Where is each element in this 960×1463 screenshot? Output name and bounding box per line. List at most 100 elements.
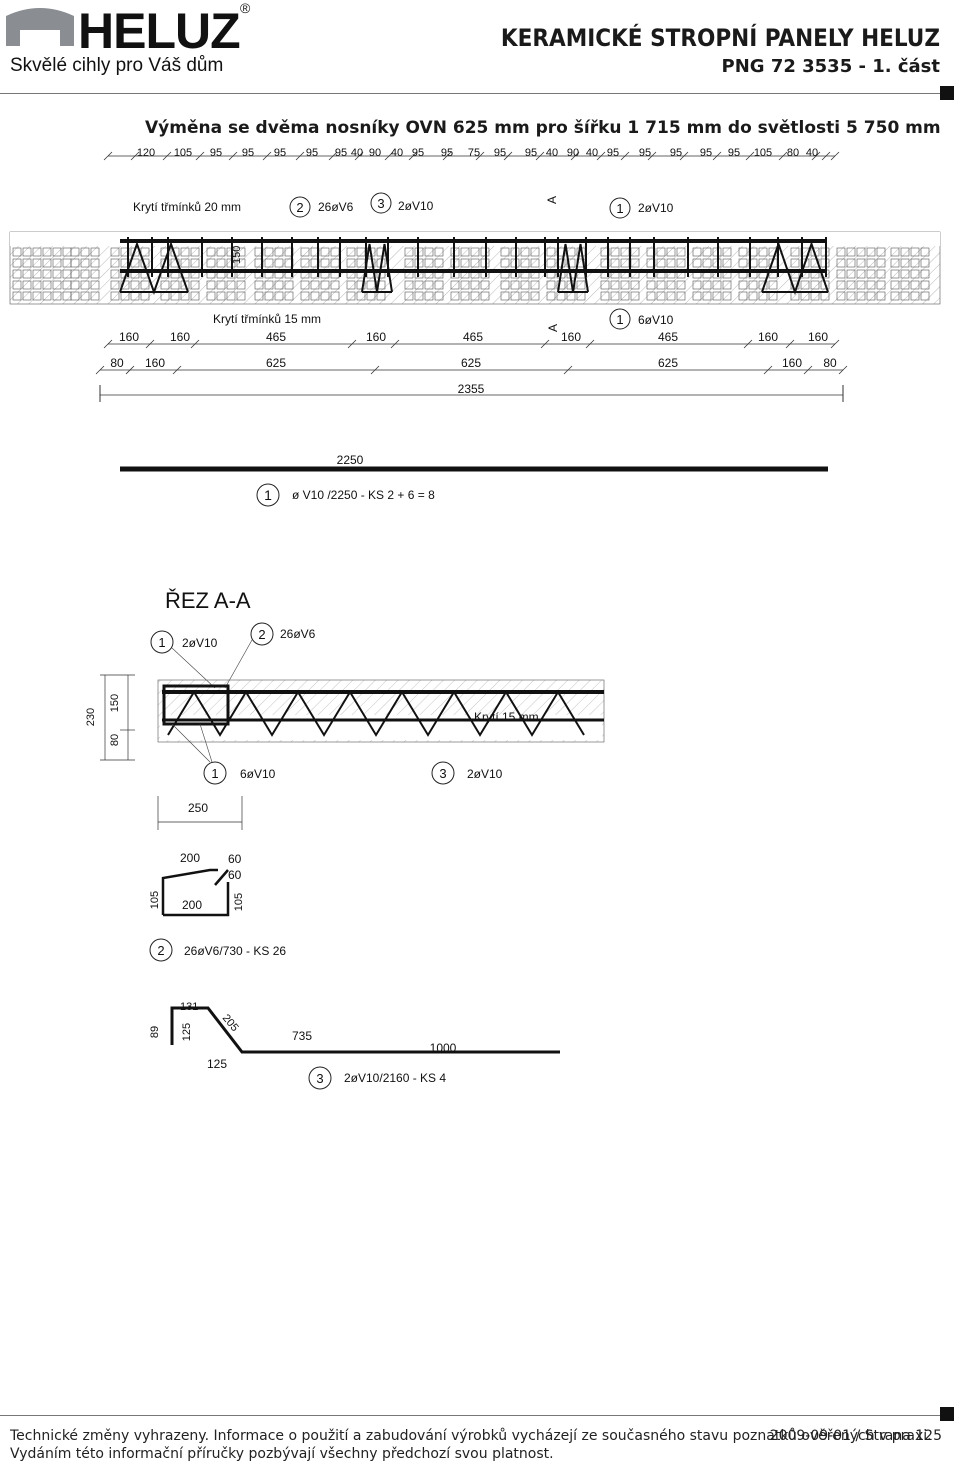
corner-mark-top [940, 86, 954, 100]
top-dim-19: 95 [639, 147, 651, 159]
top-dim-24: 80 [787, 147, 799, 159]
truss-beams [119, 240, 829, 296]
cover-20-label: Krytí třmínků 20 mm [133, 200, 241, 214]
section-tag-1b-spec: 6øV10 [240, 767, 276, 781]
tag-1-circle-a [609, 197, 631, 219]
section-tag-1-spec: 2øV10 [182, 636, 218, 650]
top-dim-10: 95 [412, 147, 424, 159]
bent-bar-drawing: 131 89 125 205 735 1000 125 3 2øV10/2160… [149, 1001, 560, 1090]
bar-1-tag: 1 [264, 487, 272, 503]
tag-3: 3 [377, 196, 384, 211]
dim-row1-2: 465 [266, 330, 286, 344]
bar-1-tag-circle [256, 483, 280, 507]
section-stirrup [162, 684, 230, 726]
dim-row1-5: 160 [561, 330, 581, 344]
dim-row1-1: 160 [170, 330, 190, 344]
top-dim-12: 75 [468, 147, 480, 159]
dim-row1-8: 160 [808, 330, 828, 344]
tagline: Skvělé cihly pro Váš dům [10, 55, 224, 76]
section-tag-3: 3 [439, 766, 446, 781]
stirrup-shape-drawing: 200 60 60 105 200 105 2 26øV6/730 - KS 2… [149, 851, 286, 962]
heluz-logo-mark [6, 8, 74, 46]
bar-26v6-label: 26øV6 [318, 200, 354, 214]
footer-disclaimer: Technické změny vyhrazeny. Informace o p… [10, 1428, 932, 1444]
top-dim-13: 95 [494, 147, 506, 159]
top-dim-9: 40 [391, 147, 403, 159]
bent-d131: 131 [180, 1001, 198, 1013]
stirrup-tag: 2 [157, 943, 164, 958]
cover-15-label: Krytí třmínků 15 mm [213, 312, 321, 326]
section-mark-a-bottom: A [546, 324, 560, 332]
dim-row1-0: 160 [119, 330, 139, 344]
truss-beam [557, 243, 589, 293]
dim-row2-0: 80 [110, 356, 124, 370]
stirrup-d200b: 200 [182, 898, 202, 912]
bent-d125b: 125 [207, 1057, 227, 1071]
dim-row2-4: 625 [658, 356, 678, 370]
document-code: PNG 72 3535 - 1. část [721, 56, 940, 77]
stirrup-d60b: 60 [228, 868, 242, 882]
tag-1-a: 1 [616, 201, 623, 216]
bar-2v10-label-b: 2øV10 [638, 201, 674, 215]
bent-d735: 735 [292, 1029, 312, 1043]
bent-tag: 3 [316, 1071, 323, 1086]
section-aa-drawing: ŘEZ A-A 1 2øV10 2 26øV6 230 150 80 Krytí… [85, 588, 605, 830]
bar-1-spec: ø V10 /2250 - KS 2 + 6 = 8 [292, 488, 435, 502]
document-title: KERAMICKÉ STROPNÍ PANELY HELUZ [500, 24, 940, 52]
top-dim-1: 105 [174, 147, 192, 159]
top-dim-16: 90 [567, 147, 579, 159]
stirrup-d60a: 60 [228, 852, 242, 866]
top-dim-3: 95 [242, 147, 254, 159]
footer-rule [0, 1415, 945, 1416]
section-truss [167, 690, 585, 737]
top-dim-25: 40 [806, 147, 818, 159]
section-tag-2: 2 [258, 627, 265, 642]
section-tag-1b: 1 [211, 766, 218, 781]
top-dimension-ticks [103, 151, 840, 161]
dim-row2-1: 160 [145, 356, 165, 370]
dim-row1-6: 465 [658, 330, 678, 344]
bent-d1000: 1000 [430, 1041, 457, 1055]
bent-spec: 2øV10/2160 - KS 4 [344, 1071, 446, 1085]
ceramic-block [890, 247, 930, 301]
top-dim-11: 95 [441, 147, 453, 159]
ceramic-block [500, 247, 540, 301]
top-dim-5: 95 [306, 147, 318, 159]
ceramic-block [70, 247, 100, 301]
section-tag-1: 1 [158, 635, 165, 650]
dim-row1-4: 465 [463, 330, 483, 344]
section-aa-title: ŘEZ A-A [165, 588, 251, 613]
brand-logo: HELUZ [78, 3, 241, 59]
tag-1-circle-b [609, 308, 631, 330]
bent-d89: 89 [149, 1026, 161, 1038]
ceramic-block [160, 247, 200, 301]
stirrup-d105a: 105 [149, 891, 161, 909]
tag-2-circle [289, 196, 311, 218]
dim-row2-5: 160 [782, 356, 802, 370]
bar-2v10-label-a: 2øV10 [398, 199, 434, 213]
stirrup-spec: 26øV6/730 - KS 26 [184, 944, 286, 958]
header-rule [0, 93, 945, 94]
footer-validity: Vydáním této informační příručky pozbýva… [10, 1446, 554, 1462]
dim-row2-2: 625 [266, 356, 286, 370]
top-dim-22: 95 [728, 147, 740, 159]
truss-beam [361, 243, 393, 293]
section-cover: Krytí 15 mm [474, 710, 539, 724]
top-dim-8: 90 [369, 147, 381, 159]
bar-1-length: 2250 [337, 453, 364, 467]
top-dim-23: 105 [754, 147, 772, 159]
tag-2: 2 [296, 200, 303, 215]
dim-row1-7: 160 [758, 330, 778, 344]
stirrup-d200a: 200 [180, 851, 200, 865]
footer-date-page: 2009-09-01 / Strana 125 [769, 1428, 942, 1444]
stirrup-d105b: 105 [233, 893, 245, 911]
top-dim-17: 40 [586, 147, 598, 159]
section-title: Výměna se dvěma nosníky OVN 625 mm pro š… [145, 118, 941, 138]
section-w250: 250 [188, 801, 208, 815]
top-dim-14: 95 [525, 147, 537, 159]
bar-6v10-label: 6øV10 [638, 313, 674, 327]
top-dim-4: 95 [274, 147, 286, 159]
section-tag-2-spec: 26øV6 [280, 627, 316, 641]
